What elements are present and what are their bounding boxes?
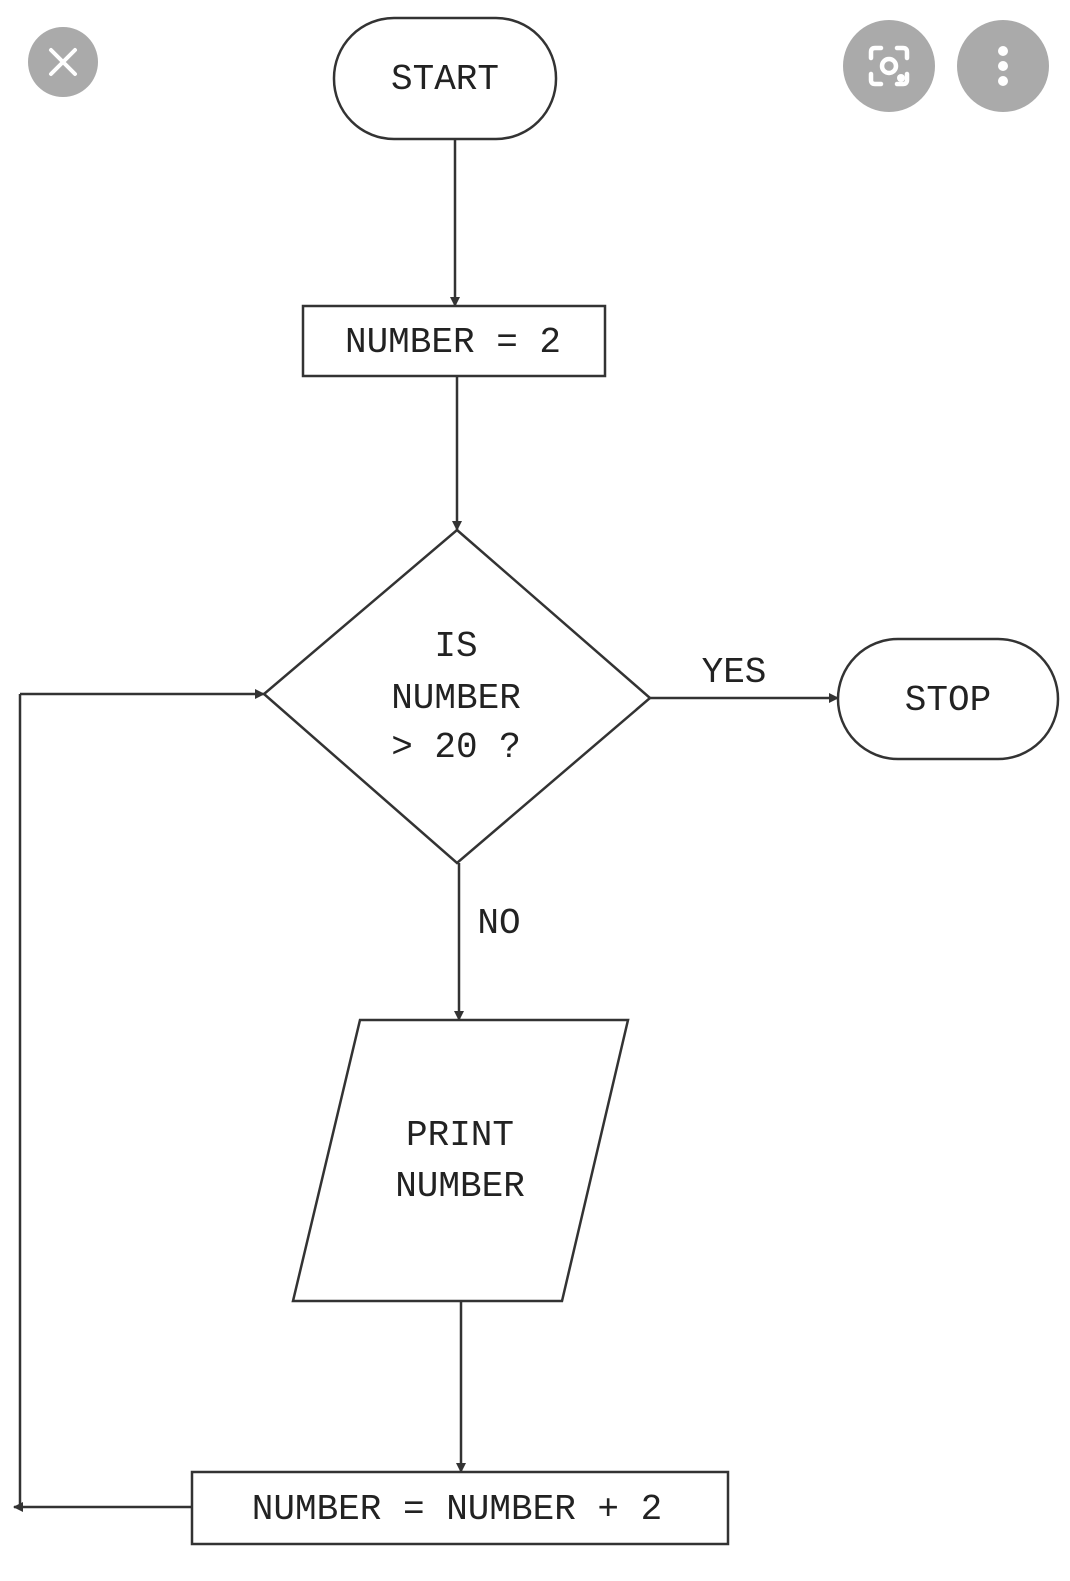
close-icon <box>28 27 98 97</box>
more-options-button[interactable] <box>957 20 1049 112</box>
stop-label: STOP <box>905 680 991 721</box>
increment-process-label: NUMBER = NUMBER + 2 <box>252 1489 662 1530</box>
start-terminator <box>332 16 558 141</box>
print-label-line-2: NUMBER <box>395 1166 525 1207</box>
no-branch-label: NO <box>477 903 520 944</box>
image-search-icon <box>843 20 935 112</box>
decision-label-line-2: NUMBER <box>391 678 521 719</box>
close-button[interactable] <box>28 27 98 97</box>
yes-branch-label: YES <box>702 652 767 693</box>
stop-terminator <box>836 637 1060 761</box>
print-label-line-1: PRINT <box>406 1115 514 1156</box>
decision-label-line-3: > 20 ? <box>391 727 521 768</box>
increment-process-box <box>190 1470 730 1546</box>
start-label: START <box>391 59 499 100</box>
image-search-button[interactable] <box>843 20 935 112</box>
decision-diamond <box>262 528 652 865</box>
more-vertical-icon <box>957 20 1049 112</box>
decision-label-line-1: IS <box>434 626 477 667</box>
init-process-label: NUMBER = 2 <box>345 322 561 363</box>
init-process-box <box>301 304 607 378</box>
print-io-parallelogram <box>291 1018 630 1303</box>
